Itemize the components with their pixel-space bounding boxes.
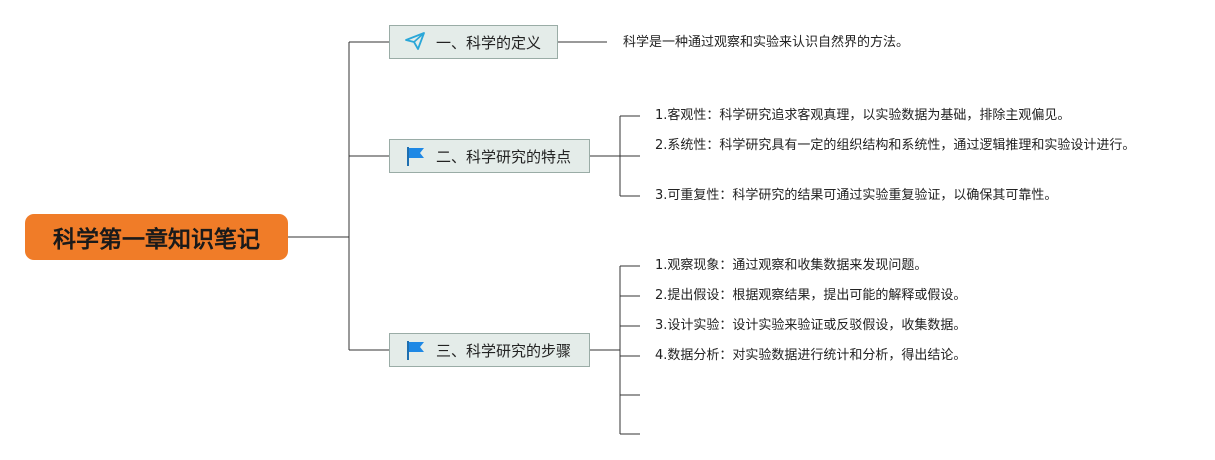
branch-characteristics[interactable]: 二、科学研究的特点 [389, 139, 590, 173]
leaf-objectivity[interactable]: 1.客观性：科学研究追求客观真理，以实验数据为基础，排除主观偏见。 [655, 108, 1071, 123]
leaf-hypothesis[interactable]: 2.提出假设：根据观察结果，提出可能的解释或假设。 [655, 288, 967, 303]
branch-steps[interactable]: 三、科学研究的步骤 [389, 333, 590, 367]
branch-characteristics-label: 二、科学研究的特点 [436, 147, 572, 166]
paper-plane-icon [404, 31, 430, 53]
leaf-experiment[interactable]: 3.设计实验：设计实验来验证或反驳假设，收集数据。 [655, 318, 967, 333]
leaf-observe[interactable]: 1.观察现象：通过观察和收集数据来发现问题。 [655, 258, 928, 273]
root-topic[interactable]: 科学第一章知识笔记 [25, 214, 288, 260]
leaf-definition[interactable]: 科学是一种通过观察和实验来认识自然界的方法。 [623, 35, 910, 50]
flag-icon [404, 339, 430, 361]
leaf-systematic[interactable]: 2.系统性：科学研究具有一定的组织结构和系统性，通过逻辑推理和实验设计进行。 [655, 138, 1136, 153]
branch-definition[interactable]: 一、科学的定义 [389, 25, 558, 59]
branch-definition-label: 一、科学的定义 [436, 33, 542, 52]
leaf-repeatability[interactable]: 3.可重复性：科学研究的结果可通过实验重复验证，以确保其可靠性。 [655, 188, 1058, 203]
flag-icon [404, 145, 430, 167]
leaf-analysis[interactable]: 4.数据分析：对实验数据进行统计和分析，得出结论。 [655, 348, 967, 363]
root-title: 科学第一章知识笔记 [53, 227, 260, 253]
branch-steps-label: 三、科学研究的步骤 [436, 341, 572, 360]
